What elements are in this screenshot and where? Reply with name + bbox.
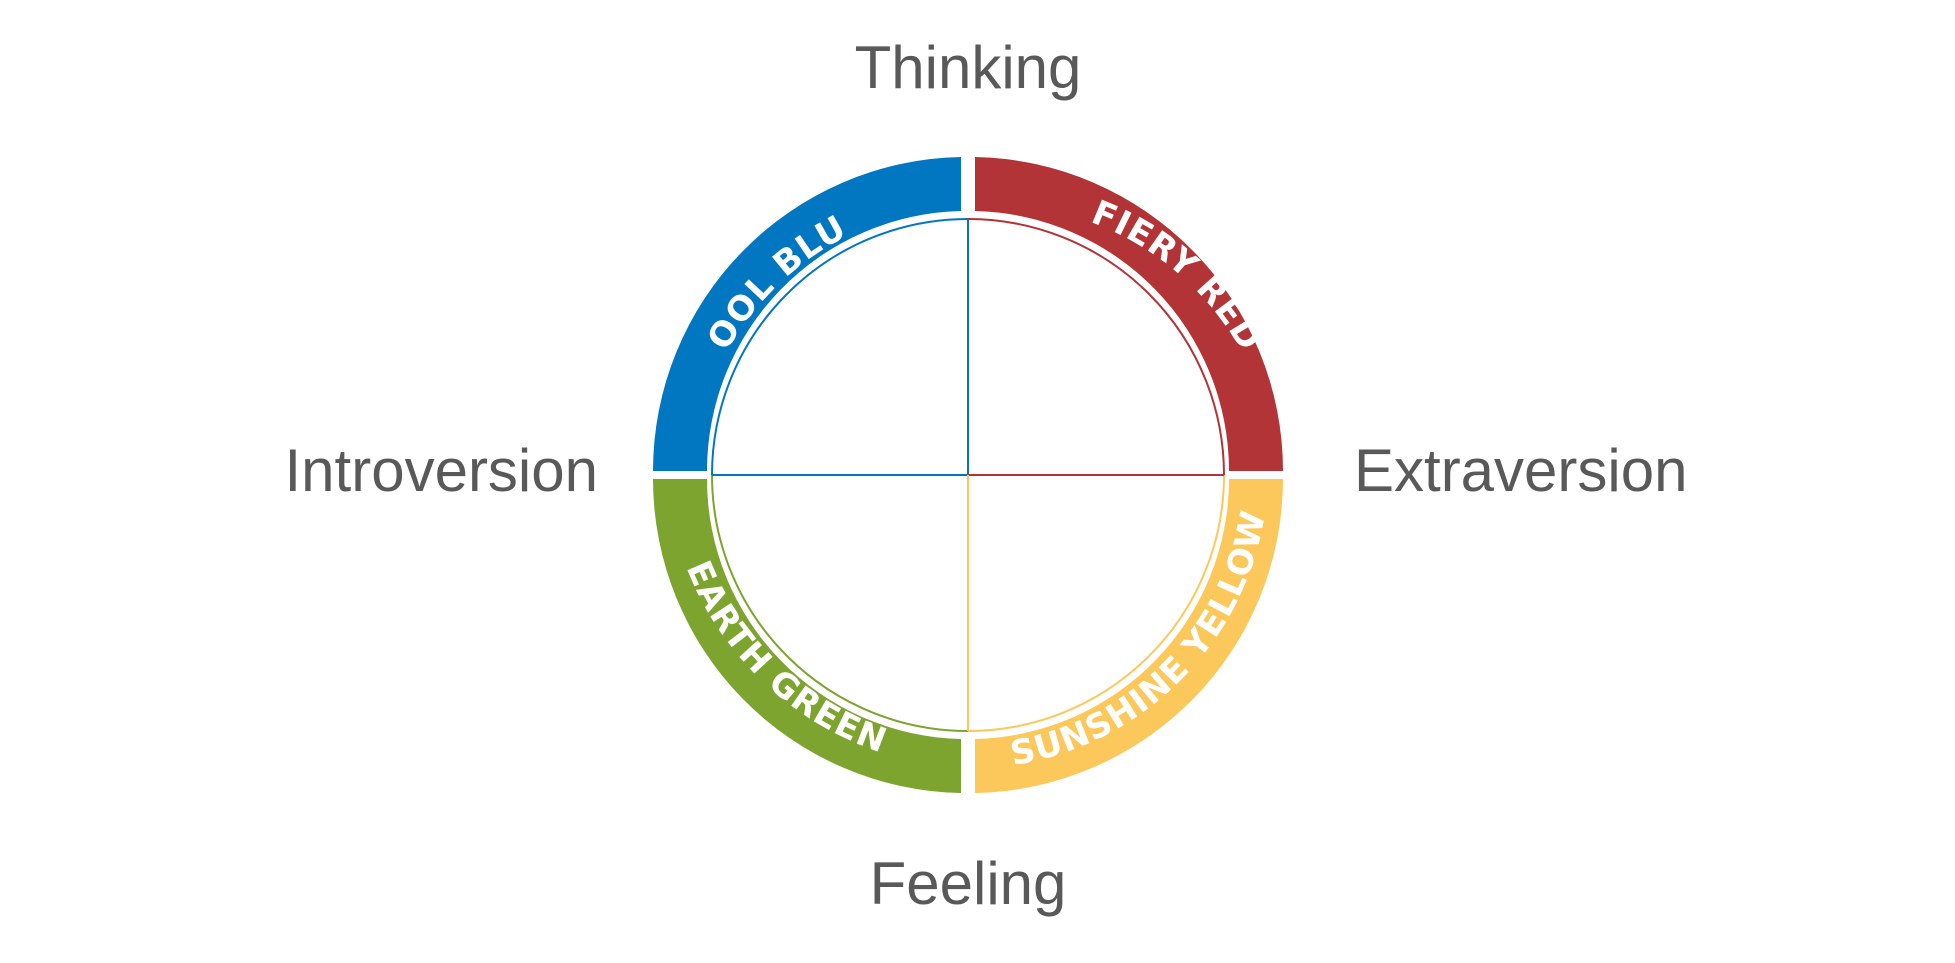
axis-label-bottom: Feeling <box>870 850 1067 917</box>
label-cool-blue: COOL BLUE <box>0 0 853 357</box>
inner-arc-red <box>967 218 1225 476</box>
quadrant-green <box>653 479 961 793</box>
axis-label-left: Introversion <box>285 437 598 504</box>
inner-arc-yellow <box>967 474 1225 732</box>
quadrant-yellow <box>975 479 1283 793</box>
axis-label-right: Extraversion <box>1354 437 1687 504</box>
inner-arc-green <box>711 474 969 732</box>
label-fiery-red: FIERY RED <box>1086 193 1269 358</box>
axis-label-top: Thinking <box>855 34 1082 101</box>
quadrant-red <box>975 157 1283 471</box>
inner-arc-blue <box>711 218 969 476</box>
quadrant-blue <box>653 157 961 471</box>
